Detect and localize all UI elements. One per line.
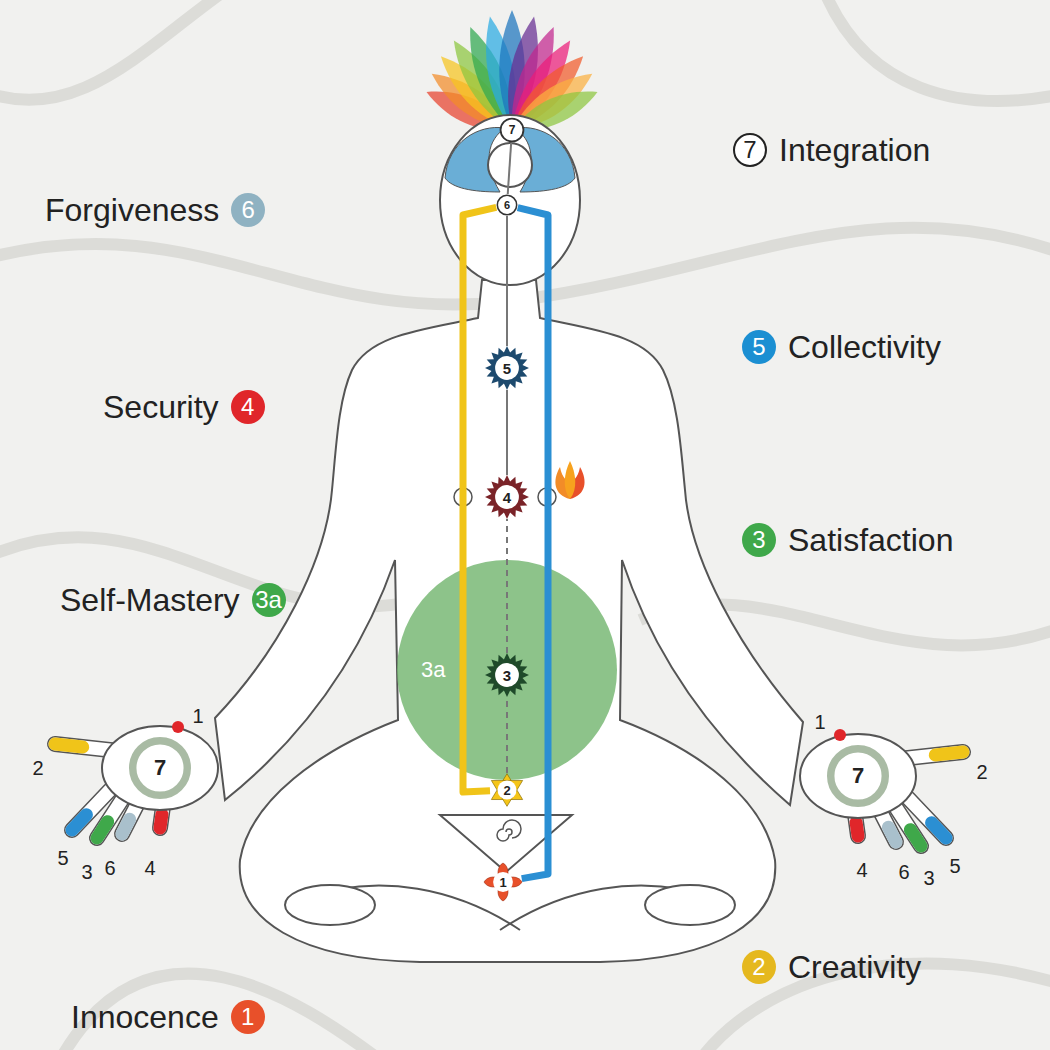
number-badge: 3a	[252, 583, 286, 617]
central-channel	[506, 216, 508, 346]
crown-petals	[421, 10, 602, 142]
quality-name: Integration	[779, 131, 930, 169]
number-badge: 7	[733, 133, 767, 167]
quality-label: Self-Mastery 3a	[60, 581, 286, 619]
right-hand	[800, 729, 963, 846]
chakra-star: 4	[485, 475, 529, 519]
chakra-number: 3a	[421, 659, 445, 681]
finger-number: 1	[814, 712, 825, 732]
number-badge: 3	[742, 523, 776, 557]
quality-name: Forgiveness	[45, 191, 219, 229]
quality-label: Security 4	[103, 388, 265, 426]
art-part	[60, 974, 380, 1050]
finger-number: 2	[976, 762, 987, 782]
finger-number: 3	[923, 868, 934, 888]
quality-name: Security	[103, 388, 219, 426]
chakra-number: 1	[499, 876, 506, 889]
finger-tip	[160, 814, 162, 828]
chakra-number: 3	[503, 668, 511, 683]
quality-label: 5 Collectivity	[742, 328, 941, 366]
shape-part	[485, 346, 529, 390]
shape-part	[495, 663, 519, 687]
finger-number: 5	[949, 856, 960, 876]
chakra-number: 7	[154, 757, 166, 779]
number-badge: 2	[742, 950, 776, 984]
shape-part	[491, 780, 522, 806]
finger-tip	[122, 819, 130, 834]
chakra-number: 7	[509, 124, 516, 136]
body-outline	[215, 280, 803, 962]
shape-part	[501, 119, 524, 142]
sacrum-triangle	[440, 815, 572, 872]
chakra-star: 3	[485, 653, 529, 697]
finger-number: 1	[192, 706, 203, 726]
quality-name: Creativity	[788, 948, 921, 986]
right-foot	[645, 885, 735, 925]
chakra-number: 4	[503, 490, 511, 505]
art-part	[565, 461, 576, 499]
central-channel	[506, 390, 508, 475]
quality-label: 3 Satisfaction	[742, 521, 954, 559]
finger-number: 4	[144, 858, 155, 878]
palm-circle: 7	[129, 737, 191, 799]
chakra-number: 5	[503, 361, 511, 376]
finger-number: 5	[57, 848, 68, 868]
palm-circle: 7	[827, 745, 889, 807]
kundalini-spiral	[497, 820, 521, 841]
palm	[102, 726, 218, 810]
shape-part	[493, 872, 513, 892]
number-badge: 1	[231, 1000, 265, 1034]
chakra-lotus: 1	[484, 863, 522, 901]
quality-name: Satisfaction	[788, 521, 953, 559]
quality-name: Self-Mastery	[60, 581, 240, 619]
quality-name: Innocence	[71, 998, 219, 1036]
chakra-number: 2	[503, 784, 510, 797]
quality-label: Forgiveness 6	[45, 191, 266, 229]
chakra-circle: 7	[499, 117, 525, 143]
chakra-hexagram: 2	[490, 773, 524, 807]
number-badge: 5	[742, 330, 776, 364]
flame	[555, 461, 584, 499]
finger-tip	[72, 815, 86, 830]
shape-part	[133, 741, 188, 796]
quality-name: Collectivity	[788, 328, 941, 366]
central-channel	[508, 143, 511, 194]
quality-label: Innocence 1	[71, 998, 265, 1036]
shape-part	[497, 780, 516, 799]
number-badge: 4	[231, 390, 265, 424]
number-badge: 6	[231, 193, 265, 227]
left-foot	[285, 885, 375, 925]
art-part	[820, 0, 1050, 101]
shape-part	[495, 485, 519, 509]
left-hand	[55, 721, 218, 838]
chakra-number: 6	[504, 200, 510, 211]
finger-number: 2	[32, 758, 43, 778]
shape-part	[397, 560, 617, 780]
finger-number: 4	[856, 860, 867, 880]
chakra-circle: 6	[496, 194, 518, 216]
finger-number: 6	[898, 862, 909, 882]
shape-part	[495, 356, 519, 380]
chakra-star: 5	[485, 346, 529, 390]
finger-dot	[172, 721, 184, 733]
finger-tip	[55, 744, 83, 747]
shape-part	[831, 749, 886, 804]
chakra-disc: 3a 3	[397, 560, 617, 780]
shape-part	[485, 475, 529, 519]
finger-tip	[97, 822, 108, 838]
quality-label: 7 Integration	[733, 131, 931, 169]
finger-number: 3	[81, 862, 92, 882]
quality-label: 2 Creativity	[742, 948, 922, 986]
art-part	[0, 0, 240, 100]
shape-part	[485, 653, 529, 697]
shape-part	[497, 195, 516, 214]
chakra-number: 7	[852, 765, 864, 787]
finger-number: 6	[104, 858, 115, 878]
